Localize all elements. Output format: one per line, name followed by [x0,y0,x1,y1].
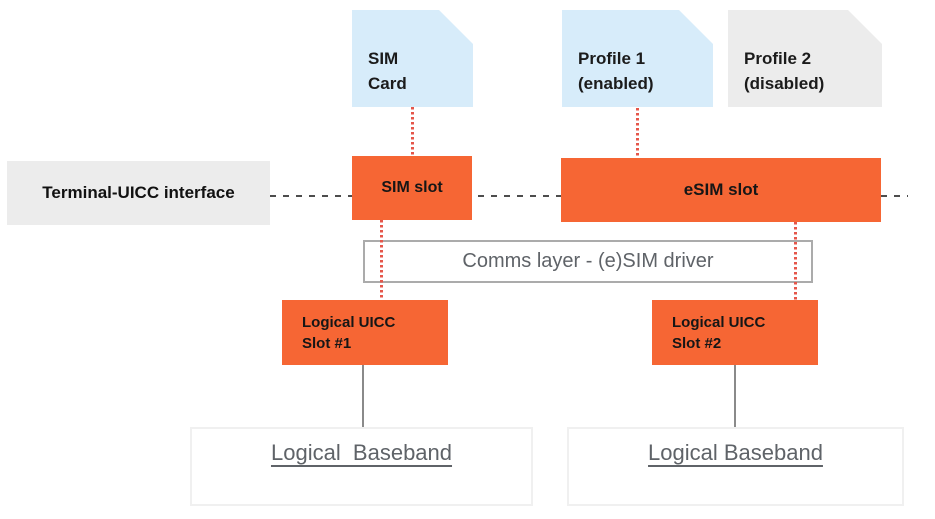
esim-slot-node: eSIM slot [561,158,881,222]
profile-1-enabled-node: Profile 1 (enabled) [562,10,713,107]
terminal-uicc-interface-panel: Terminal-UICC interface [7,161,270,225]
logical-baseband-1-node: Logical Baseband [190,427,533,506]
profile-1-to-esim-slot-dotted-connector [636,108,639,158]
logical-uicc-slot-2-label: Logical UICC Slot #2 [672,313,766,352]
uicc-slot-2-to-baseband-connector [734,365,736,427]
sim-card-label: SIM Card [368,49,407,93]
esim-slot-label: eSIM slot [683,180,759,199]
logical-baseband-1-label: Logical Baseband [270,440,453,465]
logical-uicc-slot-1-node: Logical UICC Slot #1 [282,300,448,365]
terminal-uicc-interface-label: Terminal-UICC interface [42,183,235,202]
logical-baseband-2-label: Logical Baseband [648,440,823,465]
uicc-slot-1-to-baseband-connector [362,365,364,427]
profile-2-disabled-node: Profile 2 (disabled) [728,10,882,107]
profile-1-label: Profile 1 (enabled) [578,49,654,93]
comms-layer-label: Comms layer - (e)SIM driver [462,250,714,272]
comms-layer-node: Comms layer - (e)SIM driver [363,240,813,283]
logical-baseband-2-node: Logical Baseband [567,427,904,506]
sim-card-to-sim-slot-dotted-connector [411,107,414,156]
logical-uicc-slot-1-label: Logical UICC Slot #1 [302,313,396,352]
esim-slot-to-uicc-slot-2-dotted-connector [794,222,797,300]
sim-card-node: SIM Card [352,10,473,107]
profile-2-label: Profile 2 (disabled) [744,49,825,93]
logical-uicc-slot-2-node: Logical UICC Slot #2 [652,300,818,365]
sim-slot-node: SIM slot [352,156,472,220]
sim-slot-to-uicc-slot-1-dotted-connector [380,220,383,300]
sim-slot-label: SIM slot [381,179,443,196]
